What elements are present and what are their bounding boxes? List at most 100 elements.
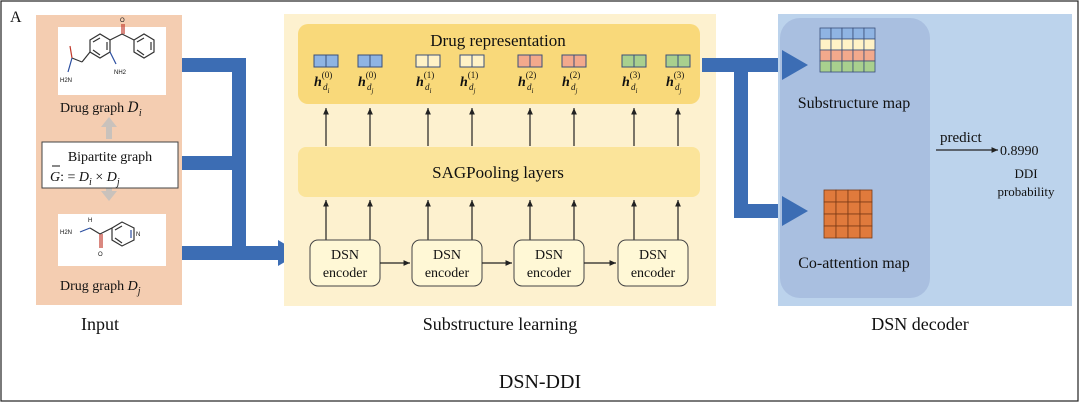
rep-subsub: i <box>328 87 330 95</box>
drug-representation-box <box>298 24 700 104</box>
rep-cell-left <box>357 54 371 68</box>
rep-sub: d <box>571 82 576 92</box>
drug-j-nh-label: H <box>88 218 92 224</box>
rep-sup: (2) <box>526 70 537 80</box>
coattention-map-cell <box>835 225 849 239</box>
encoder-box <box>617 239 689 287</box>
rep-base: h <box>562 75 570 90</box>
rep-sup: (0) <box>322 70 333 80</box>
dsn-encoder-2: DSN encoder <box>513 239 616 287</box>
coattention-map-cell <box>859 225 873 239</box>
substructure-map-cell <box>830 60 843 73</box>
substructure-map-cell <box>819 60 832 73</box>
bipartite-dj: D <box>106 170 117 185</box>
drug-i-amine-label: NH2 <box>114 70 127 76</box>
drug-i-caption-text: Drug graph <box>60 101 128 116</box>
rep-vector-1: h(0)dj <box>357 54 383 95</box>
rep-cell-right <box>369 54 383 68</box>
substructure-map-cell <box>841 60 854 73</box>
substructure-map-cell <box>830 49 843 62</box>
rep-cell-left <box>517 54 531 68</box>
probability-label: probability <box>997 184 1055 199</box>
rep-cell-left <box>459 54 473 68</box>
substructure-map-cell <box>830 38 843 51</box>
drug-i-amide-label: H2N <box>60 78 72 84</box>
encoder-line2: encoder <box>527 266 572 281</box>
coattention-map-cell <box>835 213 849 227</box>
drug-representation-title: Drug representation <box>430 31 566 50</box>
rep-subsub: j <box>575 87 578 95</box>
rep-base: h <box>416 75 424 90</box>
encoder-line1: DSN <box>331 248 359 263</box>
drug-i-oxygen-label: O <box>120 18 125 24</box>
coattention-map-cell <box>859 213 873 227</box>
rep-subsub: j <box>679 87 682 95</box>
drug-j-molecule <box>79 221 135 248</box>
rep-sub: d <box>631 82 636 92</box>
substructure-map-cell <box>819 27 832 40</box>
bipartite-def: : = <box>60 170 79 185</box>
rep-subsub: i <box>430 87 432 95</box>
drug-i-molecule <box>67 24 155 73</box>
coattention-map-cell <box>823 189 837 203</box>
encoder-line2: encoder <box>323 266 368 281</box>
panel-label: A <box>10 9 22 26</box>
rep-sub: d <box>527 82 532 92</box>
substructure-map-cell <box>852 38 865 51</box>
bipartite-formula: G: = Di × Dj <box>50 170 120 188</box>
substructure-map-grid <box>819 27 876 73</box>
substructure-map-cell <box>863 49 876 62</box>
encoder-line2: encoder <box>425 266 470 281</box>
sagpooling-box <box>298 147 700 197</box>
rep-subsub: i <box>532 87 534 95</box>
rep-cell-right <box>529 54 543 68</box>
rep-label: h(0)dj <box>358 70 376 95</box>
drug-j-caption-text: Drug graph <box>60 279 128 294</box>
rep-sup: (3) <box>630 70 641 80</box>
bipartite-link-arrows <box>101 117 117 201</box>
bipartite-dj-sub: j <box>115 177 120 188</box>
coattention-map-label: Co-attention map <box>798 255 910 272</box>
input-merge-arrows <box>182 58 300 266</box>
bipartite-graph-box <box>41 141 179 189</box>
rep-label: h(0) di <box>314 70 332 95</box>
rep-base: h <box>314 75 322 90</box>
coattention-map-cell <box>847 225 861 239</box>
decoder-inner-panel <box>780 18 930 298</box>
rep-cell-left <box>313 54 327 68</box>
drug-i-subscript: i <box>139 108 142 119</box>
substructure-map-cell <box>863 60 876 73</box>
rep-cell-right <box>325 54 339 68</box>
rep-sub: d <box>323 82 328 92</box>
substructure-map-cell <box>852 49 865 62</box>
learning-label: Substructure learning <box>423 314 577 334</box>
representation-vectors: h(0)dih(0)djh(1)dih(1)djh(2)dih(2)djh(3)… <box>313 54 691 95</box>
rep-base: h <box>666 75 674 90</box>
coattention-map-cell <box>835 189 849 203</box>
coattention-map-cell <box>859 189 873 203</box>
rep-base: h <box>358 75 366 90</box>
substructure-map-cell <box>863 27 876 40</box>
rep-sup: (3) <box>674 70 685 80</box>
rep-vector-5: h(2)dj <box>561 54 587 95</box>
substructure-map-cell <box>841 49 854 62</box>
substructure-map-cell <box>852 27 865 40</box>
coattention-map-cell <box>847 189 861 203</box>
rep-base: h <box>622 75 630 90</box>
rep-cell-right <box>471 54 485 68</box>
encoder-line1: DSN <box>535 248 563 263</box>
rep-sup: (1) <box>468 70 479 80</box>
decoder-label: DSN decoder <box>871 314 968 334</box>
rep-label: h(2)di <box>518 70 536 95</box>
rep-sup: (1) <box>424 70 435 80</box>
rep-vector-6: h(3)di <box>621 54 647 95</box>
coattention-map-cell <box>823 213 837 227</box>
rep-cell-left <box>415 54 429 68</box>
rep-vector-3: h(1)dj <box>459 54 485 95</box>
drug-j-caption: Drug graph Dj <box>60 279 141 297</box>
rep-label: h(3)dj <box>666 70 684 95</box>
rep-sub: d <box>469 82 474 92</box>
input-label: Input <box>81 314 119 334</box>
